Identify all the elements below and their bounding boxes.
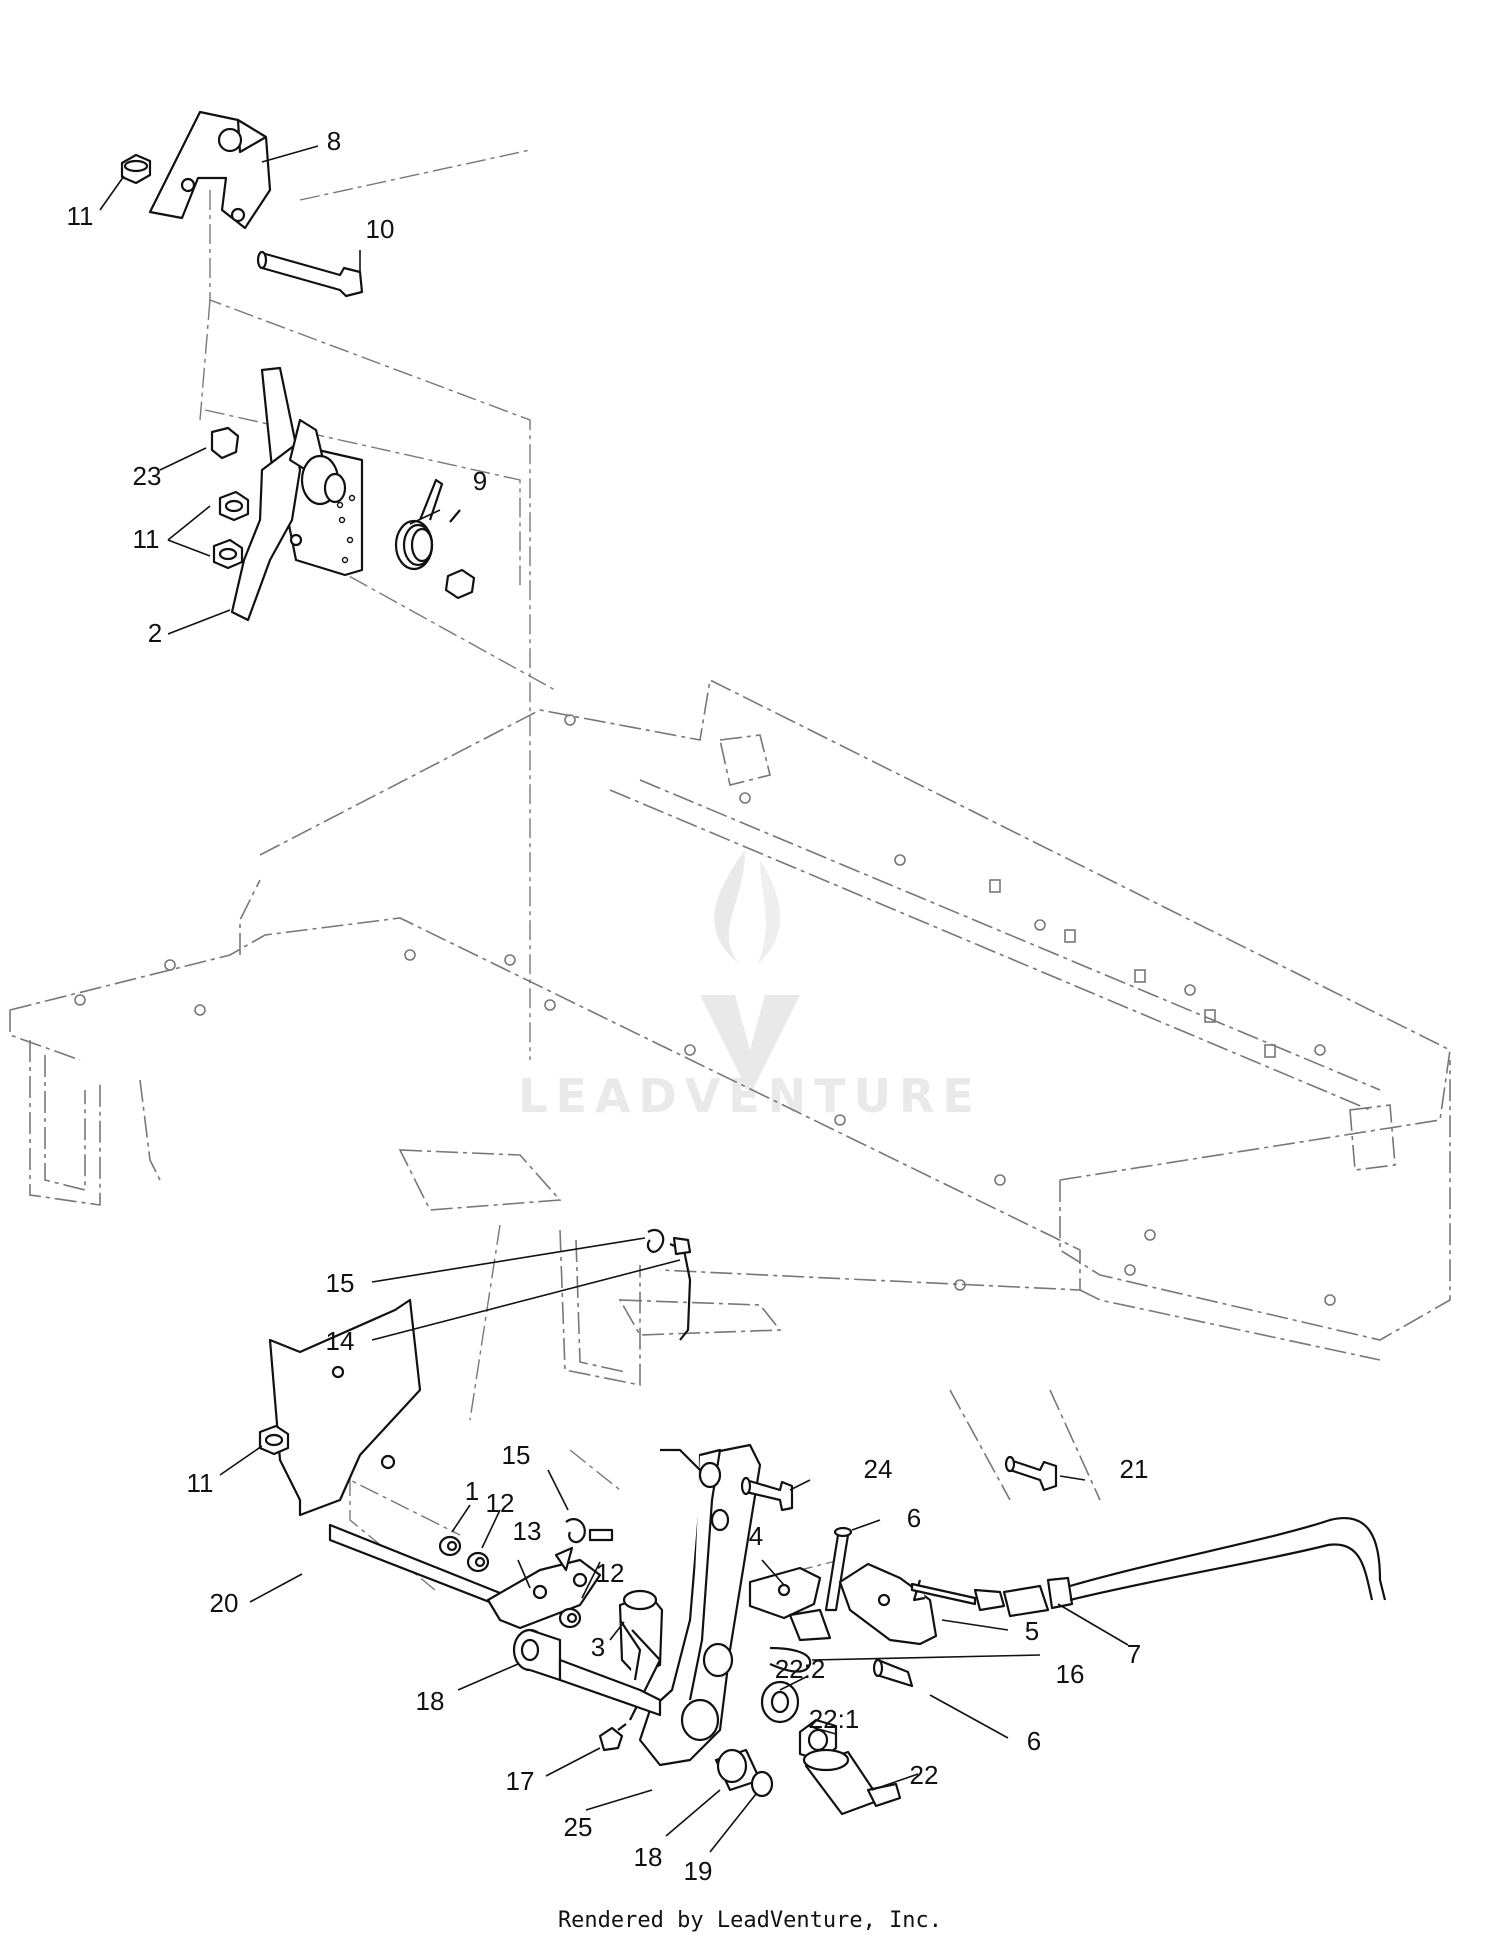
- bolt-part-10: [256, 250, 364, 298]
- callout-4: 4: [749, 1521, 763, 1551]
- fitting-part-17: [598, 1723, 627, 1752]
- callout-1: 1: [465, 1476, 479, 1506]
- callout-24: 24: [864, 1454, 893, 1484]
- nut-part-11-top: [120, 153, 152, 185]
- arm-part-5: [838, 1562, 938, 1646]
- pin-part-6-lower: [872, 1658, 914, 1688]
- callout-18-lower: 18: [634, 1842, 663, 1872]
- callout-19: 19: [684, 1856, 713, 1886]
- clip-part-15-upper: [646, 1229, 665, 1253]
- nut-part-23: [210, 426, 240, 460]
- nut-spring-side: [444, 568, 476, 600]
- washer-part-1: [438, 1535, 462, 1557]
- callout-3: 3: [591, 1632, 605, 1662]
- mower-frame-phantom: [9, 678, 1451, 1501]
- cable-part-7: [910, 1517, 1387, 1618]
- callout-22-2: 22:2: [775, 1654, 826, 1684]
- leadventure-watermark: LEADVENTURE: [518, 850, 982, 1123]
- callout-14: 14: [326, 1326, 355, 1356]
- callout-16: 16: [1056, 1659, 1085, 1689]
- clip-part-16: [769, 1646, 812, 1673]
- callout-6-upper: 6: [907, 1503, 921, 1533]
- callout-22: 22: [910, 1760, 939, 1790]
- callout-8: 8: [327, 126, 341, 156]
- link-part-13: [486, 1546, 602, 1630]
- callout-25: 25: [564, 1812, 593, 1842]
- pin-lower-stub: [588, 1528, 614, 1542]
- washer-part-12-right: [558, 1607, 582, 1629]
- clip-part-15-lower: [565, 1518, 586, 1544]
- washer-part-22-2: [760, 1680, 800, 1724]
- callout-12-left: 12: [486, 1488, 515, 1518]
- callout-labels: 11 8 10 23 9 11 2 15 14 11 15 1 12 13 12…: [67, 126, 1149, 1886]
- bolt-part-24: [740, 1476, 794, 1512]
- callout-15-upper: 15: [326, 1268, 355, 1298]
- callout-11-low: 11: [187, 1468, 214, 1498]
- callout-23: 23: [133, 461, 162, 491]
- nut-part-11-low: [258, 1424, 290, 1456]
- parts-linework: [120, 110, 1387, 1816]
- callout-11: 11: [67, 201, 94, 231]
- callout-15-lower: 15: [502, 1440, 531, 1470]
- callout-7: 7: [1127, 1639, 1141, 1669]
- washer-part-12-left: [466, 1551, 490, 1573]
- spring-part-9: [394, 478, 461, 571]
- callout-10: 10: [366, 214, 395, 244]
- callout-18-upper: 18: [416, 1686, 445, 1716]
- callout-21: 21: [1120, 1454, 1149, 1484]
- nut-part-11-mid-1: [218, 490, 250, 522]
- callout-6-lower: 6: [1027, 1726, 1041, 1756]
- callout-12-right: 12: [596, 1558, 625, 1588]
- clevis-part-4: [748, 1566, 832, 1642]
- washer-part-19: [750, 1770, 774, 1798]
- callout-5: 5: [1025, 1616, 1039, 1646]
- bracket-part-20: [268, 1298, 512, 1612]
- callout-22-1: 22:1: [809, 1704, 860, 1734]
- lever-part-25: [619, 1443, 762, 1767]
- bushing-part-18-upper: [512, 1628, 562, 1682]
- leader-lines: [99, 145, 1129, 1853]
- callout-20: 20: [210, 1588, 239, 1618]
- pin-part-6-upper: [824, 1526, 853, 1612]
- callout-9: 9: [473, 466, 487, 496]
- callout-2: 2: [148, 618, 162, 648]
- bolt-part-21: [1004, 1455, 1058, 1492]
- pin-part-14: [669, 1236, 692, 1341]
- shaft: [558, 1658, 662, 1717]
- callout-17: 17: [506, 1766, 535, 1796]
- latch-part-2: [230, 366, 364, 622]
- render-credit-footer: Rendered by LeadVenture, Inc.: [557, 1908, 943, 1933]
- bracket-part-8: [148, 110, 272, 230]
- watermark-text: LEADVENTURE: [518, 1069, 982, 1123]
- callout-13: 13: [513, 1516, 542, 1546]
- nut-part-11-mid-2: [212, 538, 244, 570]
- pin-part-22: [802, 1748, 902, 1816]
- callout-11-mid: 11: [133, 524, 160, 554]
